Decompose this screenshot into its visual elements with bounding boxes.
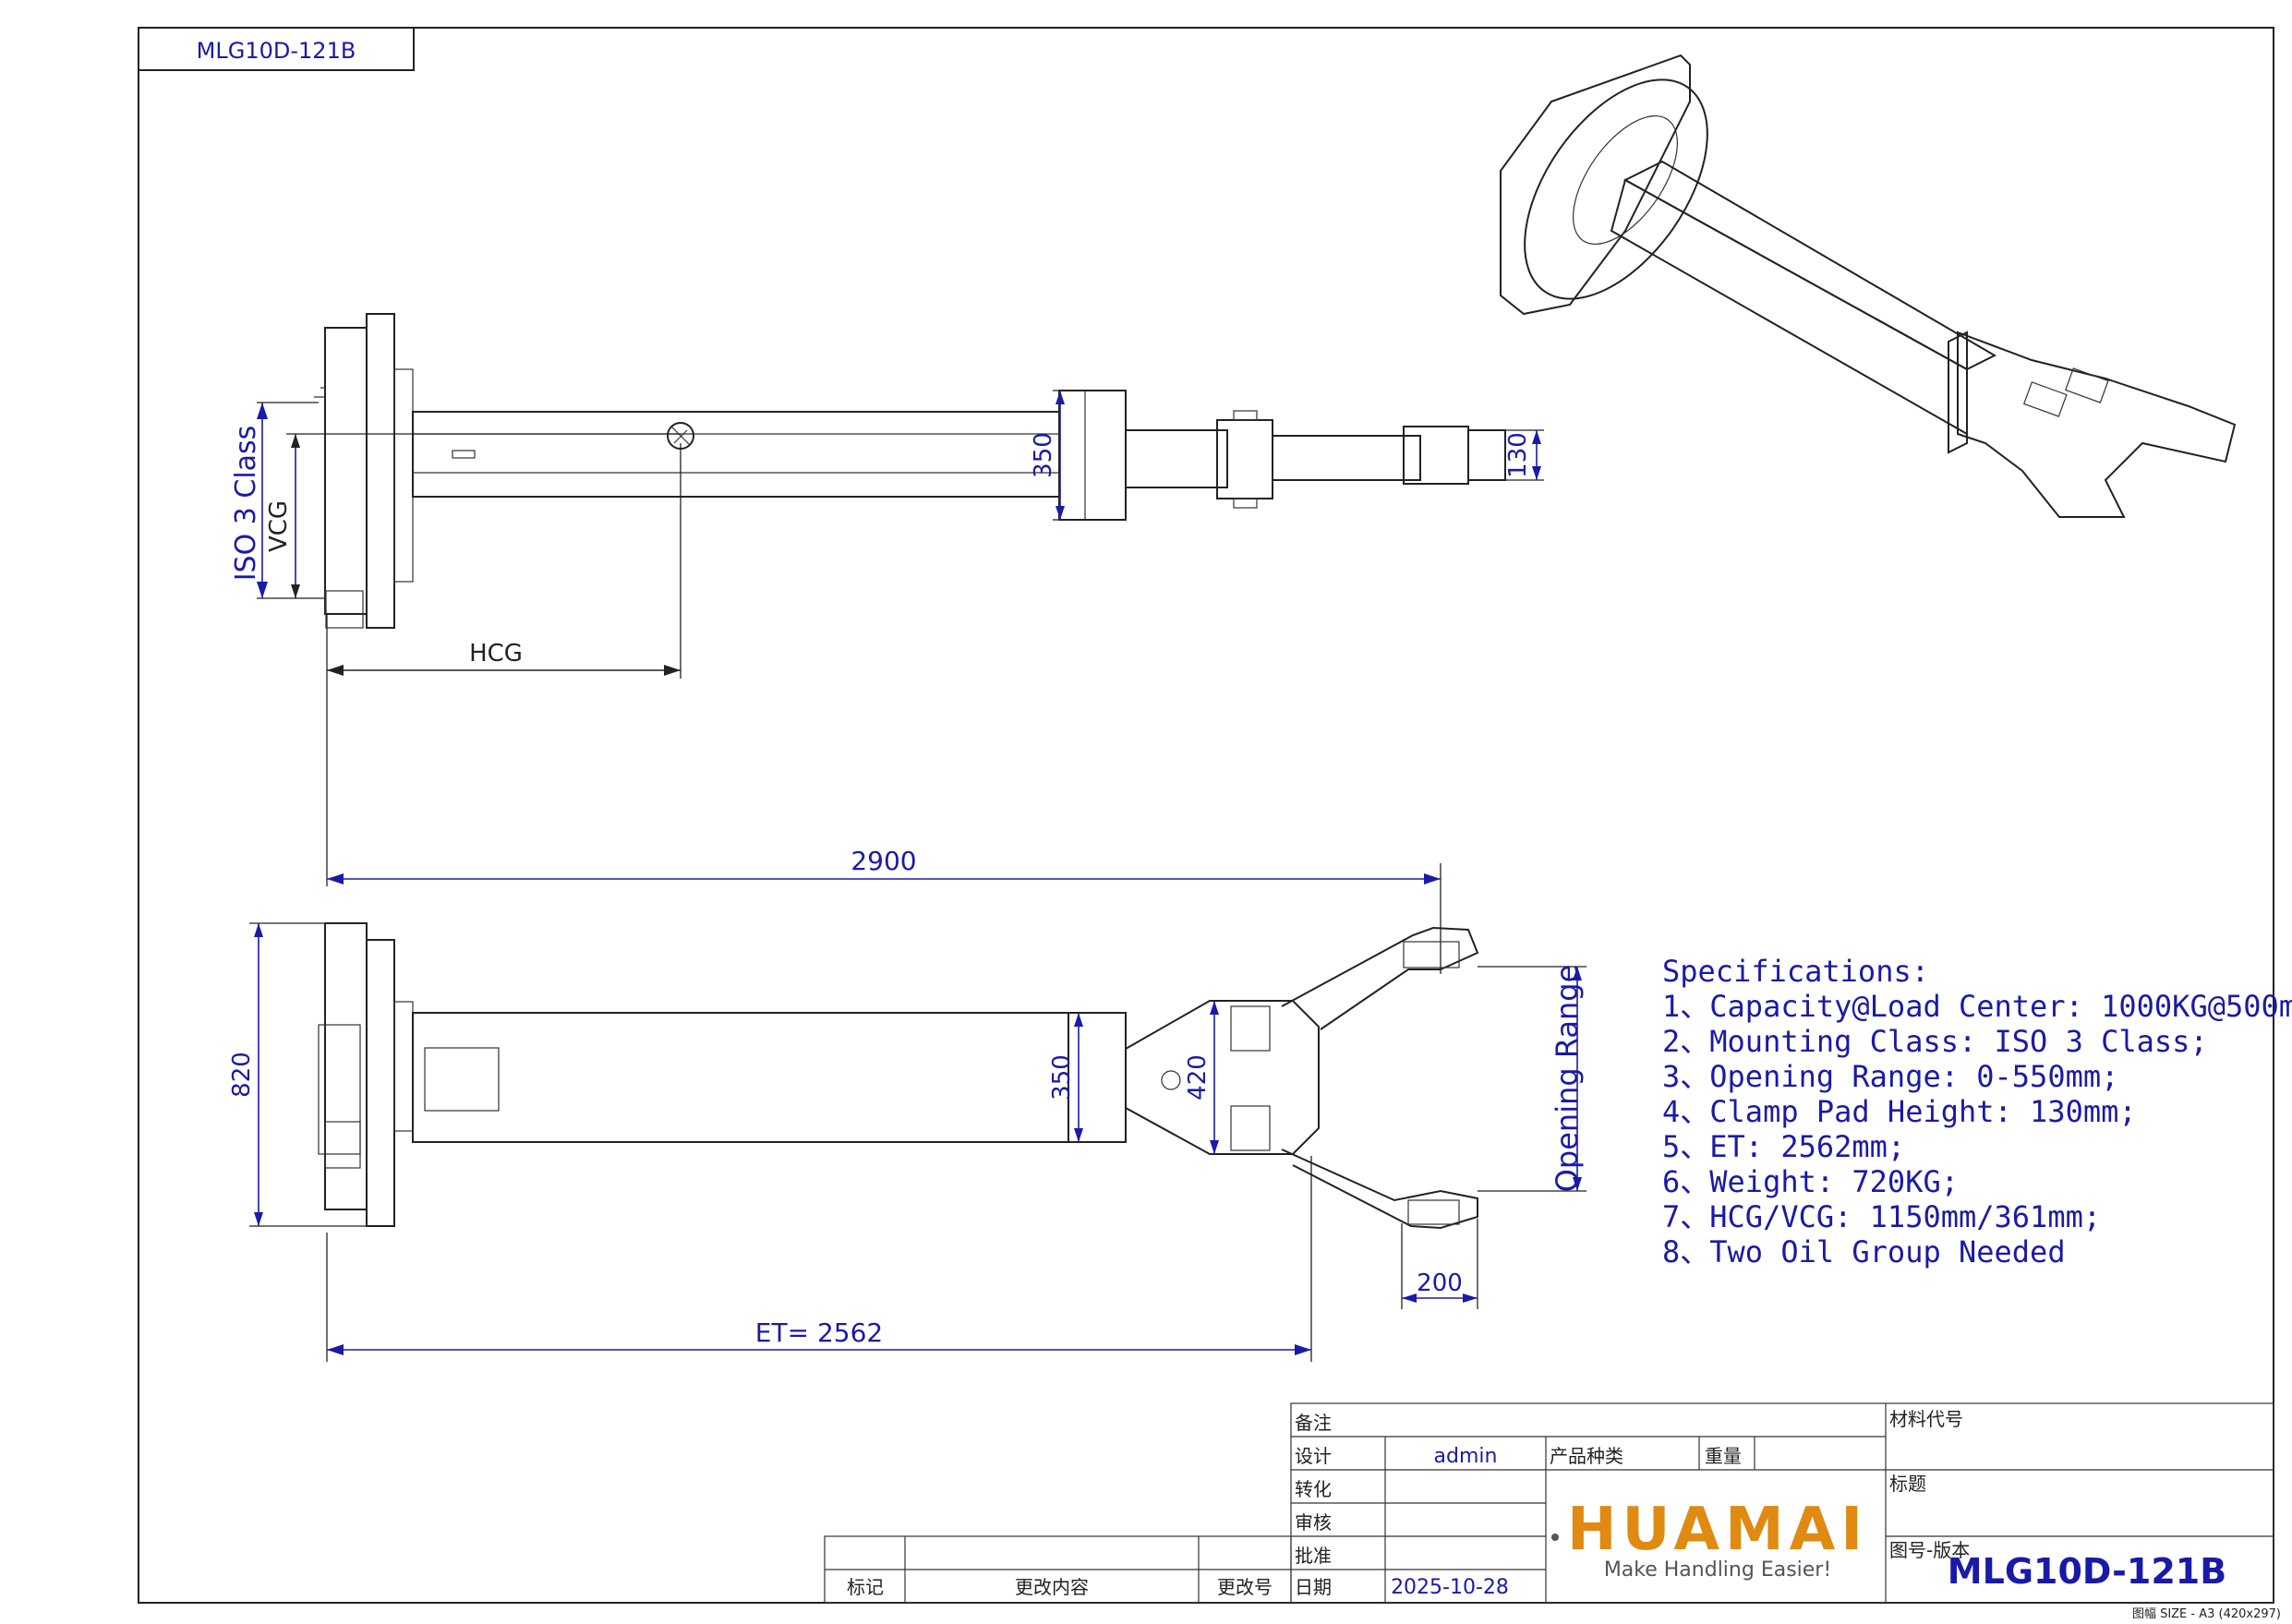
tb-remark: 备注 xyxy=(1295,1412,1332,1434)
dim-350-bottom: 350 xyxy=(1048,1054,1076,1101)
title-block: 备注 设计 admin 产品种类 重量 材料代号 转化 标题 审核 批准 图号-… xyxy=(824,1402,2274,1604)
spec-item: 4、Clamp Pad Height: 130mm; xyxy=(1662,1094,2137,1129)
hcg-label: HCG xyxy=(469,640,523,668)
spec-item: 8、Two Oil Group Needed xyxy=(1662,1234,2066,1269)
tb-product-type: 产品种类 xyxy=(1550,1445,1623,1467)
tb-drawing-no: MLG10D-121B xyxy=(1948,1551,2226,1592)
tb-mark: 标记 xyxy=(847,1576,884,1598)
plan-view xyxy=(318,922,1479,1230)
isometric-view xyxy=(1500,54,2237,518)
spec-item: 2、Mounting Class: ISO 3 Class; xyxy=(1662,1024,2208,1059)
sheet-size-note: 图幅 SIZE - A3 (420x297) xyxy=(2132,1607,2281,1620)
specifications: Specifications: 1、Capacity@Load Center: … xyxy=(1662,954,2292,1269)
tb-date-label: 日期 xyxy=(1295,1576,1332,1598)
tb-design: 设计 xyxy=(1295,1445,1332,1467)
logo-text: HUAMAI xyxy=(1567,1496,1868,1564)
iso-class-label: ISO 3 Class xyxy=(230,426,262,582)
spec-item: 5、ET: 2562mm; xyxy=(1662,1129,1905,1164)
tb-transfer: 转化 xyxy=(1295,1478,1332,1500)
plan-view-dimensions: 820 350 420 Opening Range 200 ET= 2562 xyxy=(228,922,1586,1362)
side-view xyxy=(314,313,1506,629)
tb-change-no: 更改号 xyxy=(1217,1576,1273,1598)
dim-130: 130 xyxy=(1504,432,1532,478)
dim-200: 200 xyxy=(1417,1269,1463,1297)
dim-et: ET= 2562 xyxy=(755,1317,883,1348)
vcg-label: VCG xyxy=(265,500,293,552)
dim-2900: 2900 xyxy=(850,846,916,876)
sheet-border xyxy=(138,27,2274,1604)
tb-approve: 批准 xyxy=(1295,1545,1332,1567)
spec-item: 6、Weight: 720KG; xyxy=(1662,1164,1959,1199)
spec-item: 1、Capacity@Load Center: 1000KG@500mm; xyxy=(1662,989,2292,1024)
huamai-logo: HUAMAI Make Handling Easier! xyxy=(1551,1496,1868,1582)
dim-350-top: 350 xyxy=(1030,432,1057,478)
tb-date: 2025-10-28 xyxy=(1391,1576,1509,1599)
tb-material-code: 材料代号 xyxy=(1889,1408,1963,1430)
tb-review: 审核 xyxy=(1295,1511,1332,1534)
dim-820: 820 xyxy=(228,1052,256,1098)
tb-weight: 重量 xyxy=(1705,1445,1742,1467)
side-view-dimensions: ISO 3 Class VCG HCG 350 130 2900 xyxy=(230,390,1544,974)
drawing-code-box xyxy=(138,27,415,71)
opening-range-label: Opening Range xyxy=(1550,965,1585,1193)
drawing-code-label: MLG10D-121B xyxy=(197,38,356,64)
spec-item: 7、HCG/VCG: 1150mm/361mm; xyxy=(1662,1199,2101,1234)
tb-drawing-no-version: 图号-版本 xyxy=(1889,1539,1970,1561)
tb-designer: admin xyxy=(1434,1445,1498,1468)
tb-change-content: 更改内容 xyxy=(1015,1576,1089,1598)
logo-slogan: Make Handling Easier! xyxy=(1604,1558,1831,1582)
spec-item: 3、Opening Range: 0-550mm; xyxy=(1662,1059,2118,1094)
dim-420: 420 xyxy=(1184,1054,1212,1101)
tb-title: 标题 xyxy=(1889,1473,1926,1495)
spec-title: Specifications: xyxy=(1662,954,1929,989)
